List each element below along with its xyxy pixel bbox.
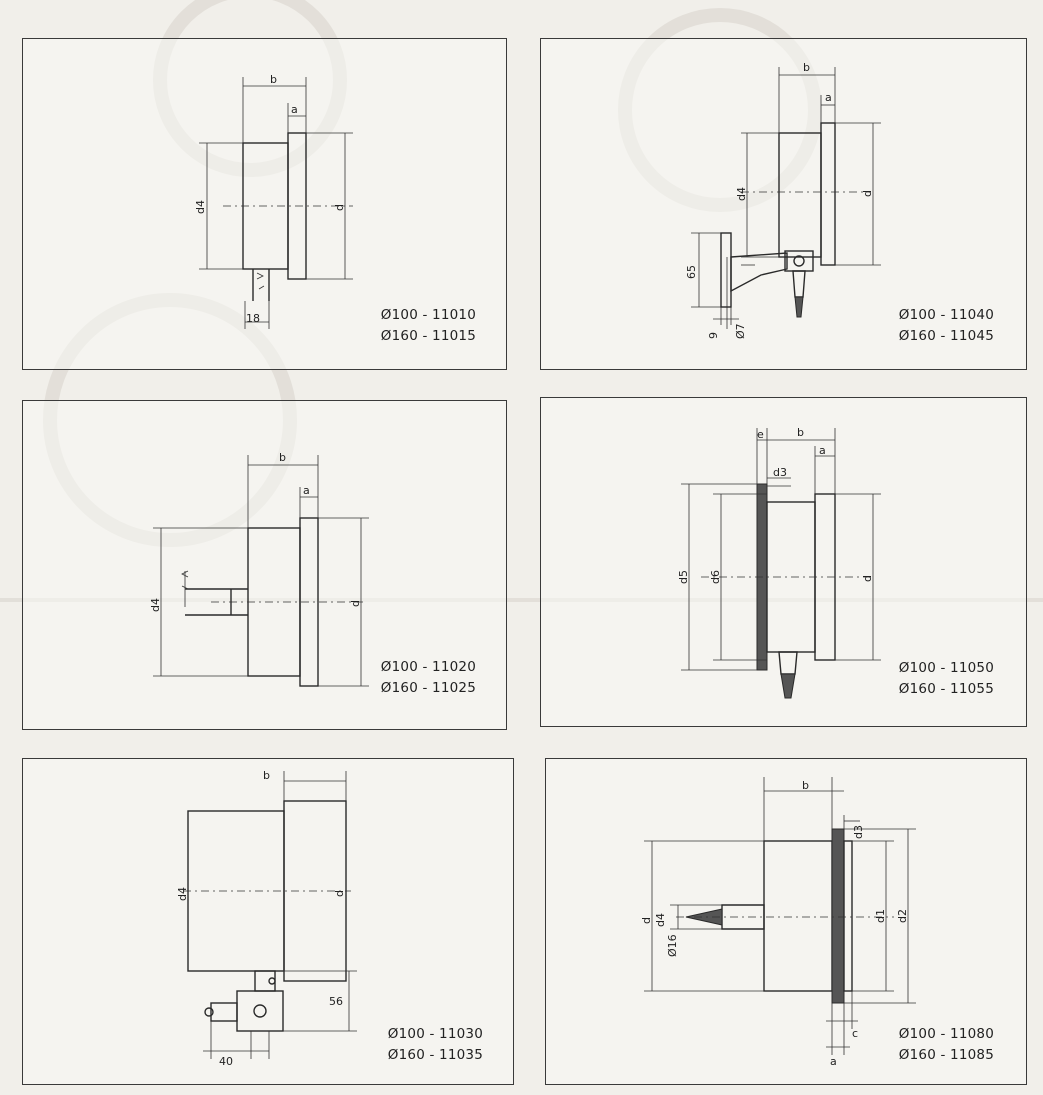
gauge-drawing-offset-valve: b d4 d 56 40 <box>176 769 357 1068</box>
dim-a: a <box>303 484 310 497</box>
dim-b: b <box>803 61 810 74</box>
part-number-100: Ø100 - 11050 <box>898 660 994 676</box>
dim-40: 40 <box>219 1055 233 1068</box>
dim-56: 56 <box>329 995 343 1008</box>
dim-d6: d6 <box>709 570 722 584</box>
dim-9: 9 <box>707 332 720 339</box>
dim-d4: d4 <box>735 187 748 201</box>
dim-a: a <box>819 444 826 457</box>
dim-d4: d4 <box>654 913 667 927</box>
dim-b: b <box>279 451 286 464</box>
dim-a: a <box>830 1055 837 1068</box>
gauge-drawing-stem-flange: b d3 d d4 Ø16 d1 d2 c a <box>640 777 916 1068</box>
dim-18: 18 <box>246 312 260 325</box>
part-numbers: Ø100 - 11030 Ø160 - 11035 <box>388 1024 483 1066</box>
drawing-panel-11050: e b a d3 d5 d6 d Ø100 - 11050 Ø160 - 110… <box>540 397 1027 727</box>
dim-d2: d2 <box>896 909 909 923</box>
dim-d3: d3 <box>852 825 865 839</box>
part-numbers: Ø100 - 11010 Ø160 - 11015 <box>381 305 476 347</box>
dim-65: 65 <box>685 265 698 279</box>
drawing-panel-11040: b a d4 d 65 9 Ø7 Ø100 - 11040 Ø160 - 110… <box>540 38 1027 370</box>
dim-e: e <box>757 428 764 441</box>
dim-b: b <box>270 73 277 86</box>
dim-d4: d4 <box>149 598 162 612</box>
part-number-160: Ø160 - 11055 <box>898 681 994 697</box>
dim-d: d <box>861 190 874 197</box>
part-number-100: Ø100 - 11020 <box>380 659 476 675</box>
dim-d: d <box>861 575 874 582</box>
dim-b: b <box>263 769 270 782</box>
gauge-drawing-panel-flange: e b a d3 d5 d6 d <box>677 426 881 699</box>
dim-d: d <box>349 600 362 607</box>
part-number-100: Ø100 - 11010 <box>380 307 476 323</box>
dim-hole-7: Ø7 <box>734 323 747 339</box>
dim-d: d <box>640 917 653 924</box>
part-number-100: Ø100 - 11080 <box>898 1026 994 1042</box>
dim-d: d <box>333 890 346 897</box>
drawing-panel-11080: b d3 d d4 Ø16 d1 d2 c a Ø100 - 11080 Ø16… <box>545 758 1027 1085</box>
gauge-drawing-wall-bracket: b a d4 d 65 9 Ø7 <box>685 61 881 339</box>
dim-stem-16: Ø16 <box>666 934 679 957</box>
dim-d4: d4 <box>194 200 207 214</box>
dim-a: a <box>825 91 832 104</box>
dim-a: a <box>291 103 298 116</box>
dim-d1: d1 <box>874 909 887 923</box>
gauge-drawing-rear-mount: b a d4 d 18 <box>194 73 353 329</box>
part-number-160: Ø160 - 11045 <box>898 328 994 344</box>
dim-d3: d3 <box>773 466 787 479</box>
part-number-160: Ø160 - 11035 <box>387 1047 483 1063</box>
drawing-panel-11010: b a d4 d 18 Ø100 - 11010 Ø160 - 11015 <box>22 38 507 370</box>
part-number-160: Ø160 - 11085 <box>898 1047 994 1063</box>
part-numbers: Ø100 - 11020 Ø160 - 11025 <box>381 657 476 699</box>
dim-c: c <box>852 1027 858 1040</box>
dim-d: d <box>333 204 346 211</box>
part-numbers: Ø100 - 11050 Ø160 - 11055 <box>899 658 994 700</box>
part-numbers: Ø100 - 11040 Ø160 - 11045 <box>899 305 994 347</box>
part-numbers: Ø100 - 11080 Ø160 - 11085 <box>899 1024 994 1066</box>
drawing-panel-11020: b a d4 d Ø100 - 11020 Ø160 - 11025 <box>22 400 507 730</box>
part-number-100: Ø100 - 11030 <box>387 1026 483 1042</box>
drawing-panel-11030: b d4 d 56 40 Ø100 - 11030 Ø160 - 11035 <box>22 758 514 1085</box>
dim-b: b <box>802 779 809 792</box>
gauge-drawing-bottom-mount: b a d4 d <box>149 451 369 687</box>
part-number-160: Ø160 - 11025 <box>380 680 476 696</box>
part-number-100: Ø100 - 11040 <box>898 307 994 323</box>
dim-b: b <box>797 426 804 439</box>
part-number-160: Ø160 - 11015 <box>380 328 476 344</box>
dim-d4: d4 <box>176 887 189 901</box>
dim-d5: d5 <box>677 570 690 584</box>
